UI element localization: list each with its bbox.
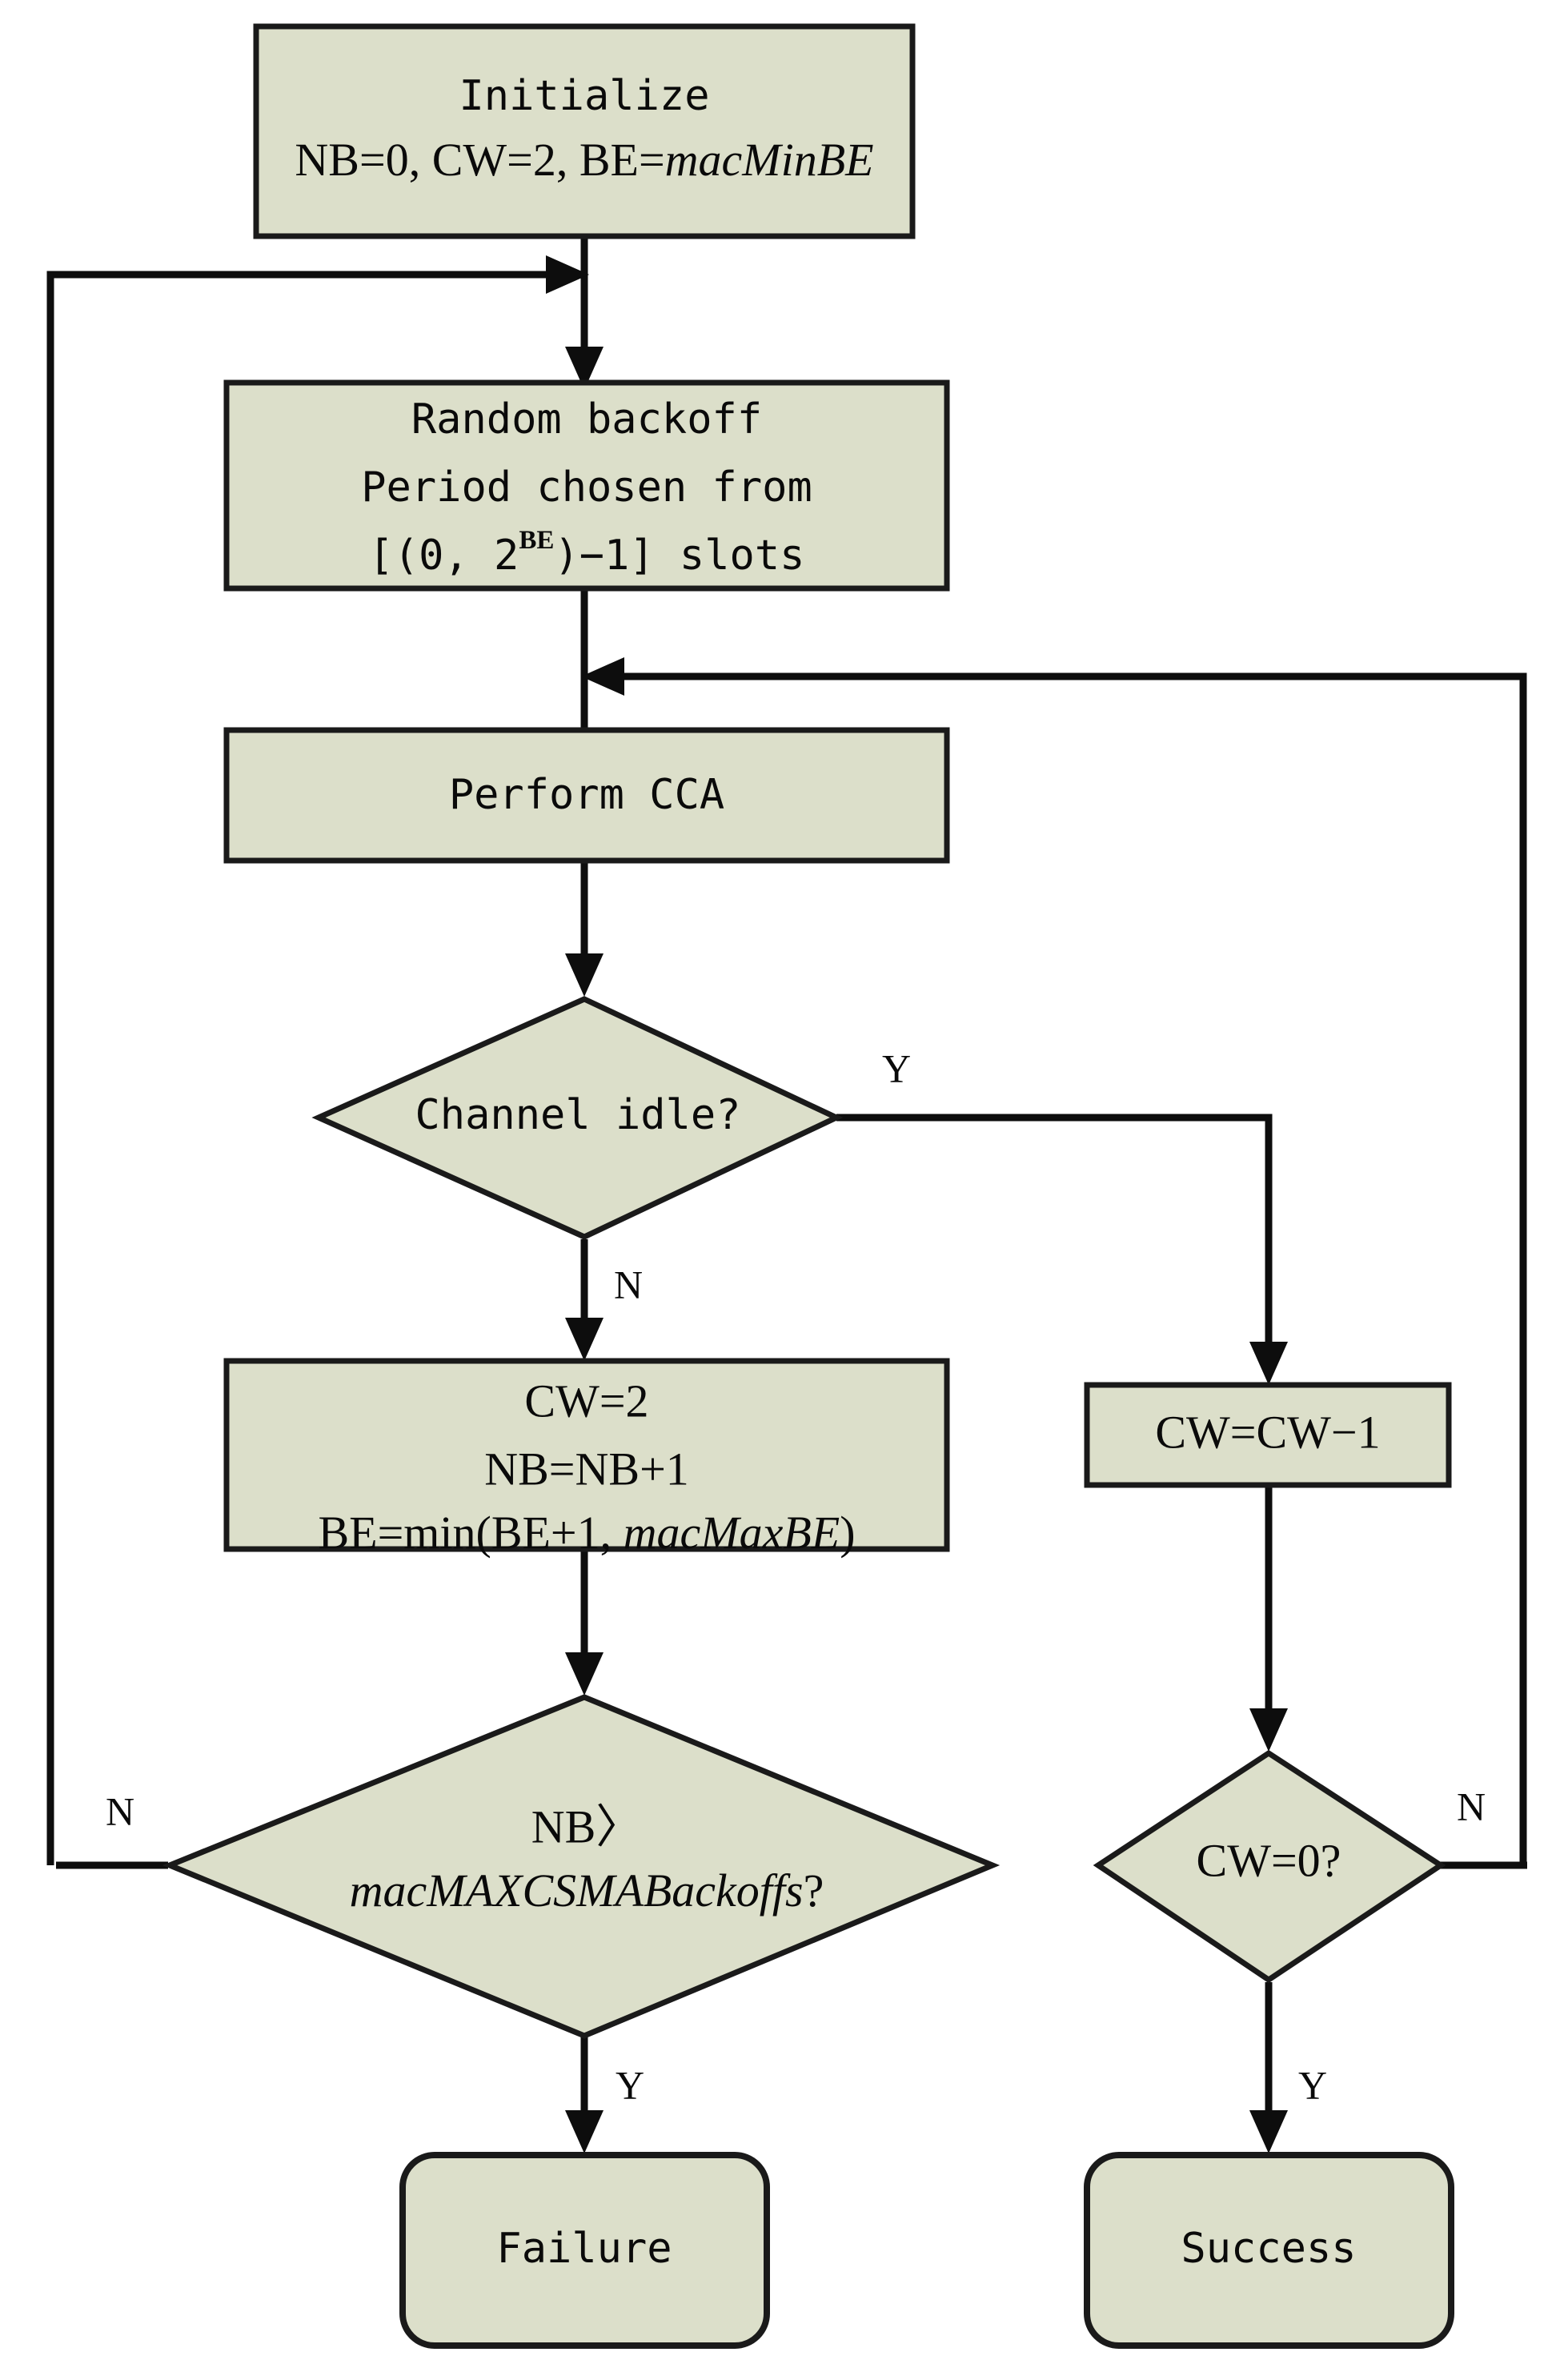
node-update-params-line3-c: ) xyxy=(840,1507,855,1559)
node-cw-decrement-shape xyxy=(1084,1382,1452,1488)
node-nb-check-line2: macMAXCSMABackoffs? xyxy=(350,1864,824,1916)
edge-labels-layer: Y N N Y N Y xyxy=(106,1046,1486,2107)
edge-label-nb-check-no: N xyxy=(106,1788,134,1833)
edge-label-cw-zero-no: N xyxy=(1457,1784,1486,1828)
edge-cw-zero-no-feedback-arrowhead xyxy=(581,657,624,696)
node-random-backoff-line2: Period chosen from xyxy=(361,464,812,512)
node-cw-zero-shape xyxy=(1093,1749,1446,1984)
node-success-shape xyxy=(1084,2152,1454,2349)
edge-channel-idle-yes-arrowhead xyxy=(1249,1342,1288,1385)
edge-initialize-to-backoff-arrowhead xyxy=(565,347,604,390)
edges-layer xyxy=(46,236,1527,2153)
node-channel-idle-label: Channel idle? xyxy=(415,1091,741,1139)
node-perform-cca-label: Perform CCA xyxy=(449,771,724,819)
edge-label-cw-zero-yes: Y xyxy=(1298,2062,1327,2107)
node-cw-zero[interactable]: CW=0? xyxy=(1093,1749,1446,1984)
node-update-params[interactable]: CW=2 NB=NB+1 BE=min(BE+1, macMaxBE) xyxy=(223,1358,950,1559)
node-random-backoff-shape xyxy=(223,379,950,592)
node-channel-idle-shape xyxy=(311,996,844,1240)
node-update-params-line3: BE=min(BE+1, macMaxBE) xyxy=(318,1507,855,1559)
node-nb-check-line1: NB〉 xyxy=(531,1800,643,1852)
node-random-backoff[interactable]: Random backoff Period chosen from [(0, 2… xyxy=(223,379,950,592)
node-update-params-shape xyxy=(223,1358,950,1552)
edge-channel-idle-yes xyxy=(836,1114,1273,1353)
node-random-backoff-line3-b: )−1] slots xyxy=(554,532,804,580)
node-random-backoff-line1: Random backoff xyxy=(411,395,762,444)
node-cw-decrement-label: CW=CW−1 xyxy=(1155,1406,1380,1458)
node-initialize-line2-param: macMinBE xyxy=(665,134,874,186)
node-failure-label: Failure xyxy=(496,2225,672,2273)
node-update-params-line2: NB=NB+1 xyxy=(484,1443,689,1495)
node-success-label: Success xyxy=(1181,2225,1356,2273)
node-channel-idle[interactable]: Channel idle? xyxy=(311,996,844,1240)
edge-nb-check-yes-arrowhead xyxy=(565,2110,604,2153)
node-failure-shape xyxy=(399,2152,770,2349)
edge-cca-to-channel-idle-arrowhead xyxy=(565,953,604,997)
edge-label-nb-check-yes: Y xyxy=(616,2062,644,2107)
edge-nb-no-feedback-arrowhead xyxy=(546,255,589,294)
edge-label-channel-idle-no: N xyxy=(614,1262,643,1306)
node-update-params-line3-a: BE=min(BE+1, xyxy=(318,1507,623,1559)
node-initialize[interactable]: Initialize NB=0, CW=2, BE=macMinBE xyxy=(253,23,916,239)
edge-cw-zero-no-feedback xyxy=(618,672,1527,1865)
node-update-params-line1: CW=2 xyxy=(524,1375,648,1427)
edge-channel-idle-no-arrowhead xyxy=(565,1318,604,1361)
node-nb-check-shape xyxy=(162,1694,1001,2039)
node-update-params-param: macMaxBE xyxy=(624,1507,840,1559)
node-initialize-line2-static: NB=0, CW=2, BE= xyxy=(295,134,664,186)
node-random-backoff-line3-a: [(0, 2 xyxy=(369,532,519,580)
edge-label-channel-idle-yes: Y xyxy=(882,1046,911,1090)
node-random-backoff-line3: [(0, 2BE)−1] slots xyxy=(369,526,805,580)
node-initialize-shape xyxy=(253,23,916,239)
node-cw-zero-label: CW=0? xyxy=(1197,1834,1341,1886)
node-nb-check-param: macMAXCSMABackoffs xyxy=(350,1864,804,1916)
node-nb-check[interactable]: NB〉 macMAXCSMABackoffs? xyxy=(162,1694,1001,2039)
node-initialize-line1: Initialize xyxy=(459,72,709,120)
edge-update-to-nb-check-arrowhead xyxy=(565,1652,604,1696)
node-nb-check-question: ? xyxy=(804,1864,824,1916)
node-perform-cca-shape xyxy=(223,727,950,864)
edge-cw-zero-yes-arrowhead xyxy=(1249,2110,1288,2153)
node-cw-decrement[interactable]: CW=CW−1 xyxy=(1084,1382,1452,1488)
edge-cw-dec-to-cw-zero-arrowhead xyxy=(1249,1708,1288,1752)
node-perform-cca[interactable]: Perform CCA xyxy=(223,727,950,864)
node-failure[interactable]: Failure xyxy=(399,2152,770,2349)
edge-nb-no-feedback xyxy=(46,271,552,1865)
node-initialize-line2: NB=0, CW=2, BE=macMinBE xyxy=(295,134,873,186)
node-success[interactable]: Success xyxy=(1084,2152,1454,2349)
node-random-backoff-exponent: BE xyxy=(519,526,554,555)
